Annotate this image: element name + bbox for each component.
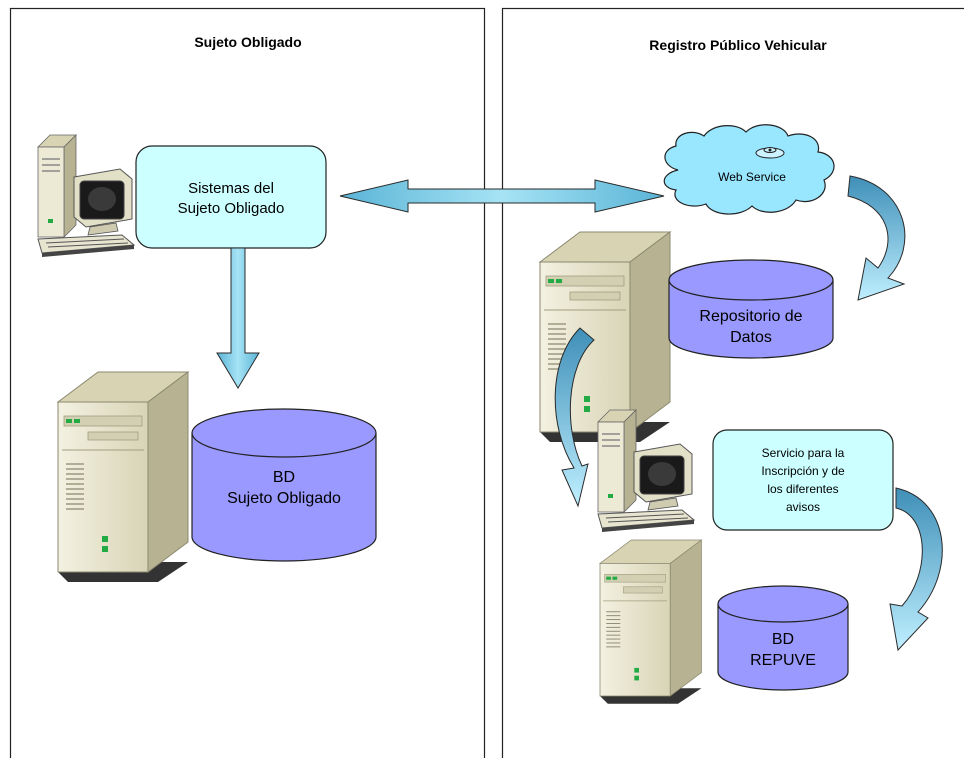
sistemas-line1: Sistemas del — [188, 180, 274, 197]
repositorio-cylinder — [668, 259, 834, 359]
double-arrow-icon — [339, 179, 665, 213]
server-icon — [57, 371, 189, 583]
right-panel — [501, 7, 964, 758]
repositorio-line1: Repositorio de — [699, 308, 802, 325]
sistemas-line2: Sujeto Obligado — [178, 200, 285, 217]
server-icon — [599, 539, 702, 705]
workstation-icon — [37, 134, 135, 258]
servicio-line3: los diferentes — [767, 482, 838, 496]
web-service-icon — [755, 147, 785, 159]
repuve-cylinder — [717, 585, 849, 691]
curved-arrow-icon — [889, 487, 943, 652]
db-sujeto-line1: BD — [273, 469, 295, 486]
web-service-cloud — [663, 124, 835, 215]
servicio-line1: Servicio para la — [762, 446, 845, 460]
sistemas-box — [135, 145, 327, 249]
db-sujeto-line2: Sujeto Obligado — [227, 490, 341, 507]
web-service-label: Web Service — [718, 170, 786, 184]
curved-arrow-icon — [554, 327, 595, 508]
db-sujeto-cylinder — [191, 408, 377, 562]
repositorio-line2: Datos — [730, 329, 772, 346]
left-panel-title: Sujeto Obligado — [194, 34, 301, 50]
servicio-line4: avisos — [786, 500, 820, 514]
repuve-line2: REPUVE — [750, 652, 816, 669]
servicio-line2: Inscripción y de — [761, 464, 845, 478]
repuve-line1: BD — [772, 631, 794, 648]
down-arrow-icon — [216, 247, 260, 389]
left-panel — [9, 7, 486, 758]
servicio-box — [712, 429, 894, 531]
curved-arrow-icon — [847, 175, 906, 301]
right-panel-title: Registro Público Vehicular — [649, 37, 827, 53]
